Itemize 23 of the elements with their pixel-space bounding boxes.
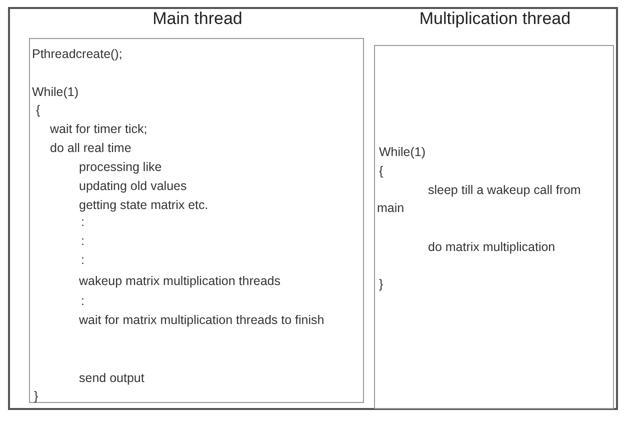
panel-heading: Main thread [152,9,244,29]
code-line: : [81,233,84,250]
code-line: do all real time [50,140,132,157]
code-line: : [81,293,84,310]
code-line: While(1) [379,144,426,161]
code-line: wait for matrix multiplication threads to finish [78,312,326,329]
code-line: wakeup matrix multiplication threads [79,273,280,290]
panel-heading: Multiplication thread [418,9,572,29]
code-line: send output [79,370,144,387]
code-line: : [81,214,84,231]
code-line: } [34,388,38,405]
code-line: sleep till a wakeup call from main [377,182,582,217]
code-line: } [379,276,384,293]
code-line: processing like [79,159,162,176]
code-line: wait for timer tick; [50,121,148,138]
code-line: Pthreadcreate(); [32,46,122,63]
code-line: { [379,163,384,180]
code-line: : [81,252,84,269]
code-line: While(1) [32,84,79,101]
code-line: getting state matrix etc. [79,197,208,214]
code-line: updating old values [79,178,187,195]
code-line: do matrix multiplication [428,239,556,256]
code-line: { [36,102,40,119]
